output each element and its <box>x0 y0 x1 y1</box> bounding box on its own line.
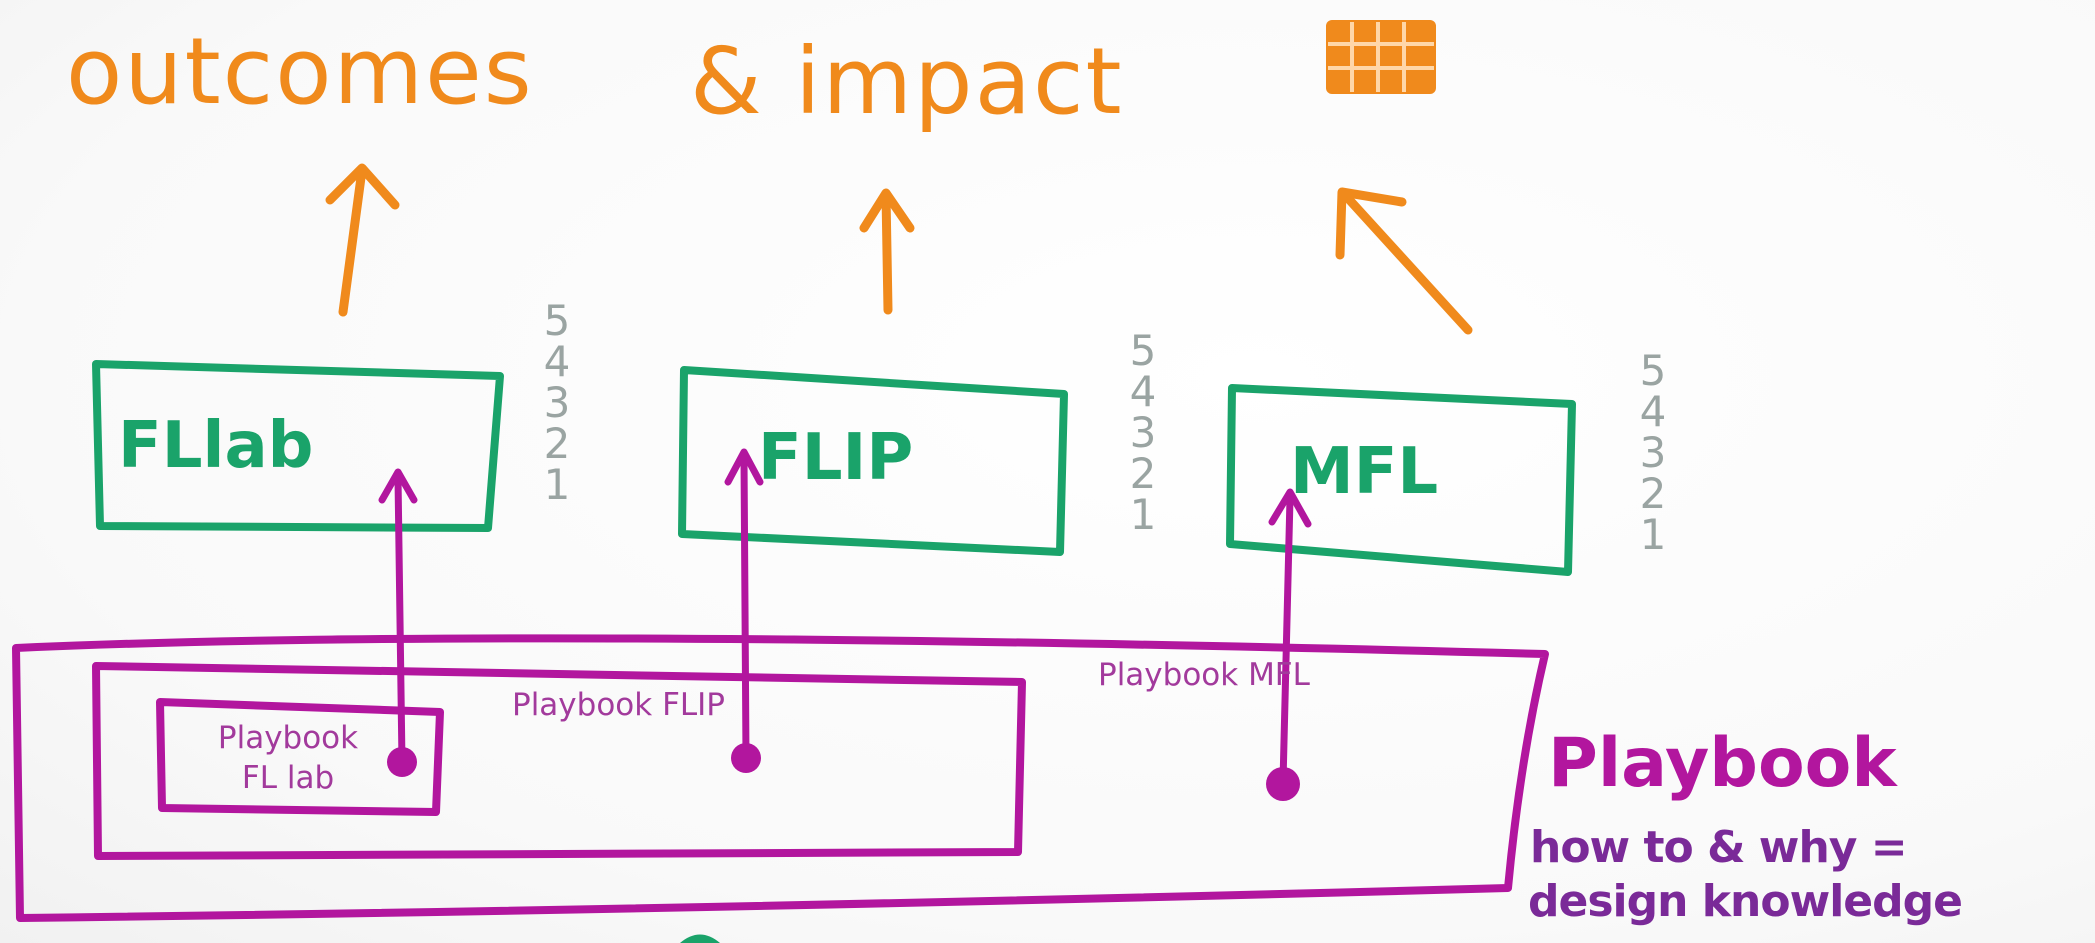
arrow-fllab-up <box>325 163 400 317</box>
rating-scale-fllab: 5 4 3 2 1 <box>532 296 582 509</box>
box-mfl <box>1226 384 1576 576</box>
arrow-mfl-up <box>1335 187 1473 335</box>
label-mfl: MFL <box>1290 435 1439 509</box>
rating-scale-flip: 5 4 3 2 1 <box>1118 326 1168 539</box>
playbook-flip-label: Playbook FLIP <box>512 687 726 723</box>
scale-value: 5 <box>543 296 571 345</box>
dot-fllab <box>387 747 417 777</box>
label-fllab: FLlab <box>118 409 314 483</box>
scale-value: 5 <box>1129 326 1157 375</box>
connector-mfl <box>1268 488 1312 786</box>
connector-fllab <box>378 468 418 766</box>
scale-value: 2 <box>1639 469 1667 518</box>
partial-mark <box>680 934 720 943</box>
playbook-fllab-box <box>156 698 444 816</box>
playbook-title: Playbook <box>1548 724 1897 803</box>
playbook-mfl-label: Playbook MFL <box>1098 657 1310 693</box>
arrow-flip-up <box>859 188 915 315</box>
scale-value: 1 <box>1129 490 1157 539</box>
scale-value: 4 <box>1639 387 1667 436</box>
dot-flip <box>731 743 761 773</box>
playbook-flip-box <box>92 662 1026 860</box>
scale-value: 3 <box>1639 428 1667 477</box>
box-flip <box>678 366 1068 556</box>
box-fllab <box>92 360 504 532</box>
title-outcomes: outcomes <box>66 18 534 125</box>
scale-value: 5 <box>1639 346 1667 395</box>
playbook-subtitle-line1: how to & why = <box>1530 822 1908 873</box>
connector-flip <box>724 448 764 762</box>
playbook-subtitle-line2: design knowledge <box>1528 876 1963 927</box>
scale-value: 3 <box>543 378 571 427</box>
dot-mfl <box>1266 767 1300 801</box>
label-flip: FLIP <box>758 421 914 495</box>
scale-value: 4 <box>543 337 571 386</box>
title-impact: & impact <box>690 28 1124 135</box>
scale-value: 3 <box>1129 408 1157 457</box>
scale-value: 4 <box>1129 367 1157 416</box>
playbook-outer-box <box>12 634 1549 922</box>
scale-value: 2 <box>1129 449 1157 498</box>
scale-value: 1 <box>1639 510 1667 559</box>
scale-value: 2 <box>543 419 571 468</box>
playbook-fllab-label: Playbook FL lab <box>217 720 359 796</box>
rating-scale-mfl: 5 4 3 2 1 <box>1628 346 1678 559</box>
grid-icon <box>1326 20 1436 94</box>
scale-value: 1 <box>543 460 571 509</box>
